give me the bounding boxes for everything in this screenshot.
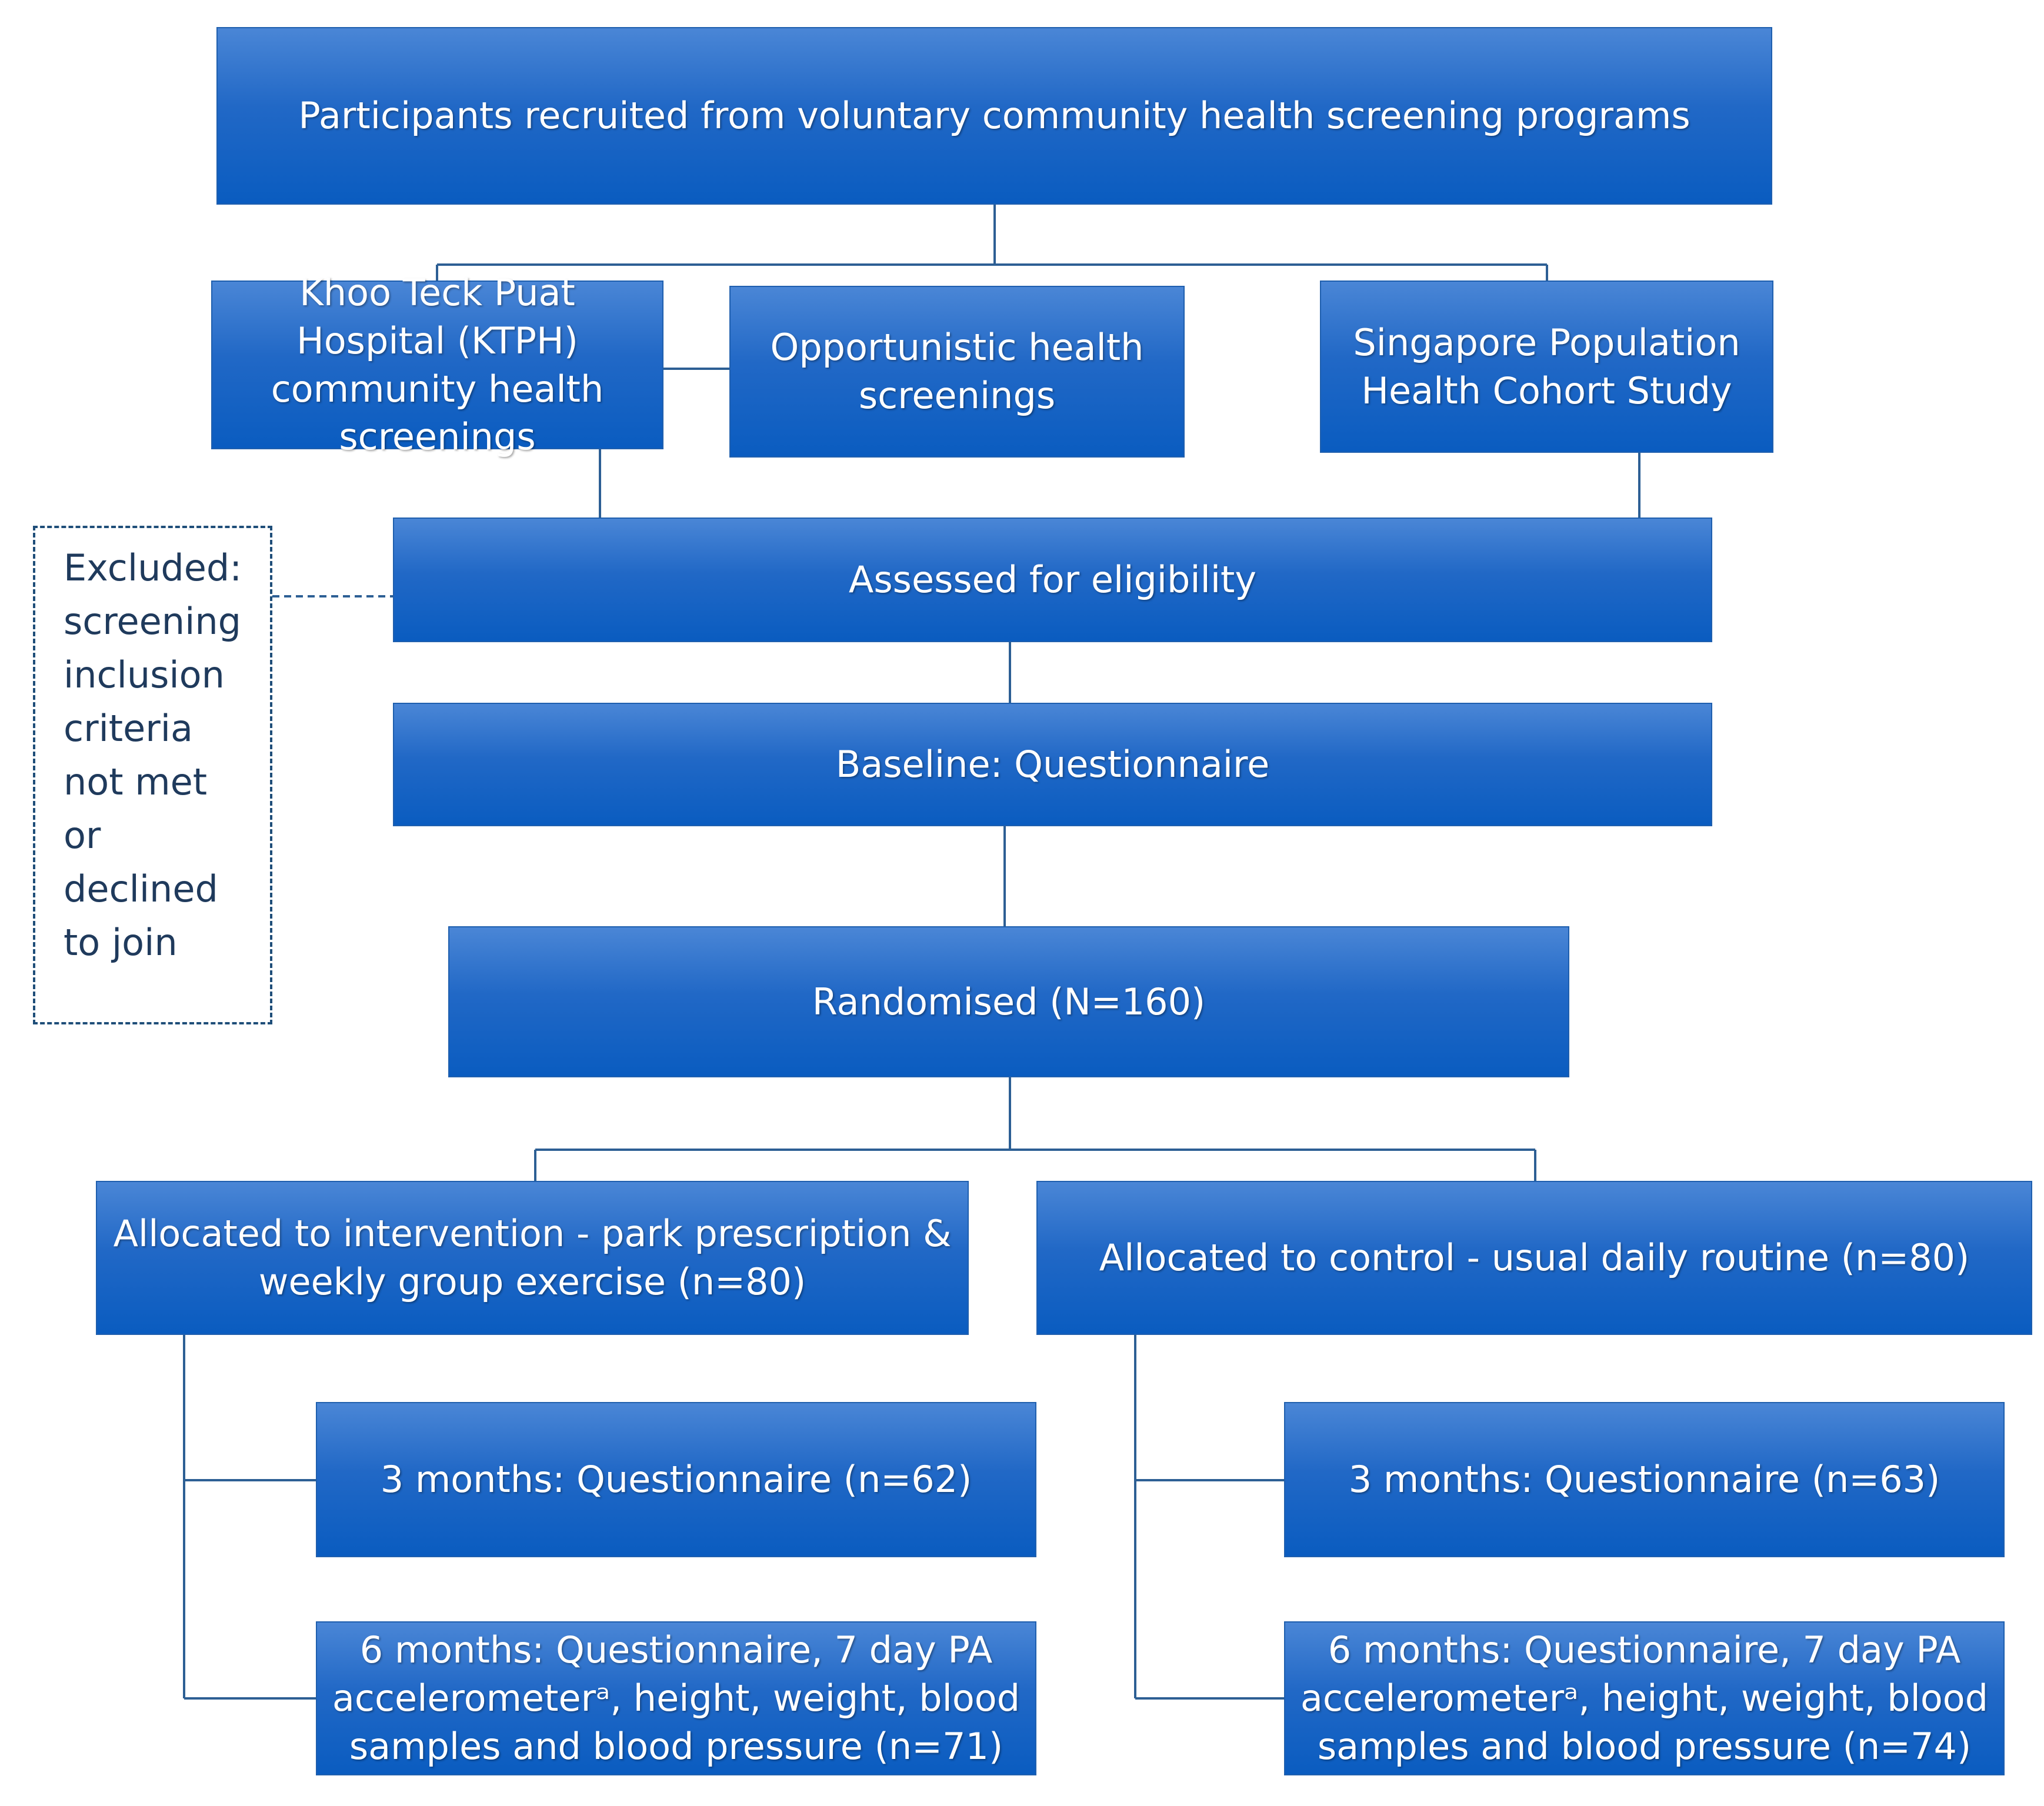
opportunistic-box: Opportunistic health screenings xyxy=(729,286,1185,458)
intervention-3-months-box: 3 months: Questionnaire (n=62) xyxy=(316,1402,1036,1557)
intervention-6-months-box: 6 months: Questionnaire, 7 day PA accele… xyxy=(316,1621,1036,1775)
recruitment-box: Participants recruited from voluntary co… xyxy=(216,27,1772,205)
excluded-box: Excluded: screening inclusion criteria n… xyxy=(33,526,272,1024)
control-box: Allocated to control - usual daily routi… xyxy=(1036,1181,2032,1335)
baseline-box: Baseline: Questionnaire xyxy=(393,703,1712,826)
intervention-box: Allocated to intervention - park prescri… xyxy=(96,1181,969,1335)
sph-box: Singapore Population Health Cohort Study xyxy=(1320,281,1773,453)
ktph-box: Khoo Teck Puat Hospital (KTPH) community… xyxy=(211,271,663,458)
eligibility-box: Assessed for eligibility xyxy=(393,518,1712,642)
randomised-box: Randomised (N=160) xyxy=(448,926,1569,1077)
control-3-months-box: 3 months: Questionnaire (n=63) xyxy=(1284,1402,2005,1557)
control-6-months-box: 6 months: Questionnaire, 7 day PA accele… xyxy=(1284,1621,2005,1775)
